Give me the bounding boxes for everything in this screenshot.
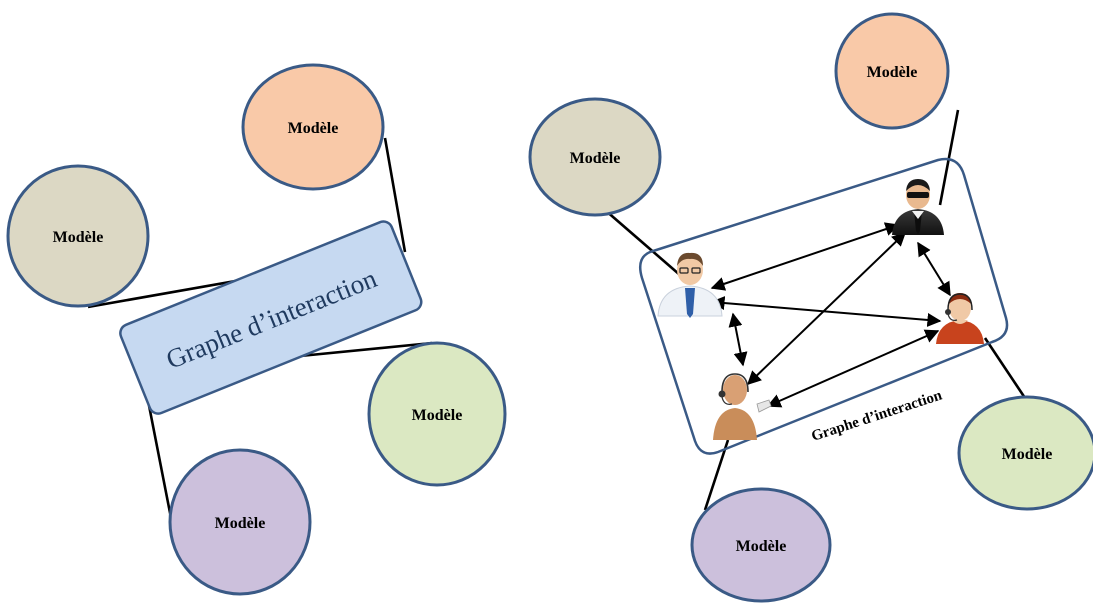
- interaction-arrows: [710, 222, 951, 408]
- model-label: Modèle: [1002, 446, 1053, 463]
- interaction-arrow: [766, 329, 940, 408]
- model-label: Modèle: [412, 407, 463, 424]
- model-label: Modèle: [570, 150, 621, 167]
- interaction-arrow: [728, 312, 748, 367]
- model-node-green: Modèle: [957, 395, 1093, 511]
- model-circle: [957, 395, 1093, 511]
- model-label: Modèle: [288, 120, 339, 137]
- interaction-arrow: [746, 232, 907, 385]
- interaction-graph-box: [639, 157, 1009, 455]
- model-circle: [168, 448, 312, 596]
- link-line: [983, 337, 1027, 399]
- link-line: [383, 137, 407, 253]
- businessman-glasses-icon: [657, 252, 723, 318]
- model-circle: [528, 97, 662, 217]
- model-circle: [367, 341, 507, 487]
- graph-box-shape: [119, 220, 423, 415]
- model-circle: [241, 63, 385, 191]
- model-node-beige: Modèle: [528, 97, 662, 217]
- interaction-arrow: [710, 296, 942, 327]
- link-line: [604, 209, 681, 276]
- model-label: Modèle: [53, 229, 104, 246]
- model-node-beige: Modèle: [6, 164, 150, 308]
- link-line: [289, 341, 433, 359]
- operator-headset-red-icon: [936, 293, 984, 344]
- model-circle: [690, 487, 832, 603]
- model-node-purple: Modèle: [168, 448, 312, 596]
- model-node-orange: Modèle: [241, 63, 385, 191]
- model-node-orange: Modèle: [834, 12, 950, 130]
- model-circle: [6, 164, 150, 308]
- model-node-purple: Modèle: [690, 487, 832, 603]
- model-label: Modèle: [215, 515, 266, 532]
- interaction-arrow: [917, 241, 951, 297]
- link-line: [938, 109, 960, 206]
- right-diagram: Graphe d’interaction: [528, 12, 1093, 603]
- agent-sunglasses-icon: [892, 179, 944, 235]
- model-label: Modèle: [867, 64, 918, 81]
- model-circle: [834, 12, 950, 130]
- link-line: [703, 439, 730, 511]
- model-node-green: Modèle: [367, 341, 507, 487]
- left-diagram: Graphe d’interaction Modèle Modèle Modèl…: [6, 63, 507, 596]
- operator-headset-icon: [713, 373, 772, 440]
- model-label: Modèle: [736, 538, 787, 555]
- interaction-arrow: [710, 222, 900, 291]
- graph-label: Graphe d’interaction: [810, 387, 945, 445]
